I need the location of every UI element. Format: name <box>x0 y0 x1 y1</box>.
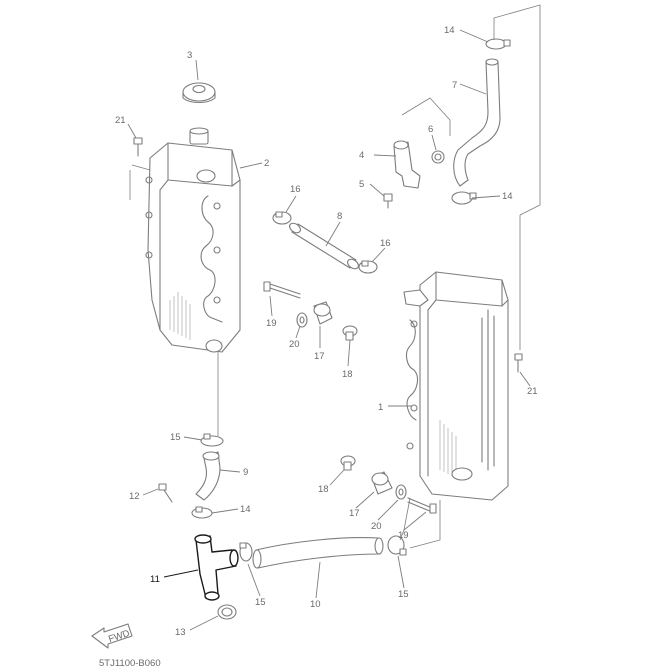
callout-16: 16 <box>380 238 391 249</box>
oring-6 <box>431 150 445 164</box>
callout-10: 10 <box>310 599 321 610</box>
callout-13: 13 <box>175 627 186 638</box>
callout-20: 20 <box>289 339 300 350</box>
callout-2: 2 <box>264 158 269 169</box>
fitting-4 <box>393 140 421 189</box>
bolt-19-lower <box>407 497 437 514</box>
clamp-16-lower <box>358 260 378 274</box>
callout-20: 20 <box>371 521 382 532</box>
callout-4: 4 <box>359 150 364 161</box>
clamp-15-bottom-right <box>387 535 407 556</box>
hose-9 <box>195 451 221 501</box>
callout-9: 9 <box>243 467 248 478</box>
callout-14: 14 <box>444 25 455 36</box>
catalog-code: 5TJ1100-B060 <box>99 658 161 669</box>
bolt-21-left <box>133 137 143 157</box>
callout-11: 11 <box>150 574 160 585</box>
hose-10 <box>252 537 384 569</box>
clamp-15-left <box>200 433 224 447</box>
damper-17-upper <box>313 301 333 325</box>
collar-18-upper <box>342 325 358 341</box>
radiator-cap <box>182 82 216 104</box>
leader-lines <box>127 29 531 631</box>
callout-17: 17 <box>349 508 360 519</box>
collar-18-lower <box>340 455 356 471</box>
callout-21: 21 <box>115 115 126 126</box>
washer-20-lower <box>395 484 407 500</box>
callout-6: 6 <box>428 124 433 135</box>
washer-20-upper <box>296 312 308 328</box>
callout-7: 7 <box>452 80 457 91</box>
bolt-19-upper <box>263 281 301 299</box>
bolt-12 <box>158 483 173 503</box>
callout-1: 1 <box>378 402 383 413</box>
callout-15: 15 <box>170 432 181 443</box>
t-fitting-11 <box>194 534 239 601</box>
bolt-21-right <box>514 353 523 373</box>
clamp-14-top <box>485 38 511 50</box>
callout-19: 19 <box>266 318 277 329</box>
hose-7 <box>453 58 501 187</box>
left-radiator <box>145 127 241 353</box>
oring-13 <box>217 604 237 620</box>
callout-12: 12 <box>129 491 140 502</box>
damper-17-lower <box>371 471 393 495</box>
callout-19: 19 <box>398 530 409 541</box>
bolt-5 <box>383 193 393 209</box>
clamp-16-upper <box>272 211 292 225</box>
clamp-15-bottom-left <box>239 542 253 562</box>
callout-14: 14 <box>240 504 251 515</box>
callout-18: 18 <box>318 484 329 495</box>
clamp-14-lower <box>191 506 213 519</box>
callout-15: 15 <box>255 597 266 608</box>
callout-21: 21 <box>527 386 538 397</box>
callout-5: 5 <box>359 179 364 190</box>
callout-labels: 3 21 2 4 5 6 7 14 14 16 8 16 19 20 17 18… <box>115 25 538 638</box>
callout-17: 17 <box>314 351 325 362</box>
hose-8 <box>289 222 359 270</box>
right-radiator <box>403 271 509 501</box>
callout-8: 8 <box>337 211 342 222</box>
callout-14: 14 <box>502 191 513 202</box>
callout-16: 16 <box>290 184 301 195</box>
callout-18: 18 <box>342 369 353 380</box>
callout-3: 3 <box>187 50 192 61</box>
callout-15: 15 <box>398 589 409 600</box>
fwd-arrow-icon: FWD <box>91 623 133 649</box>
